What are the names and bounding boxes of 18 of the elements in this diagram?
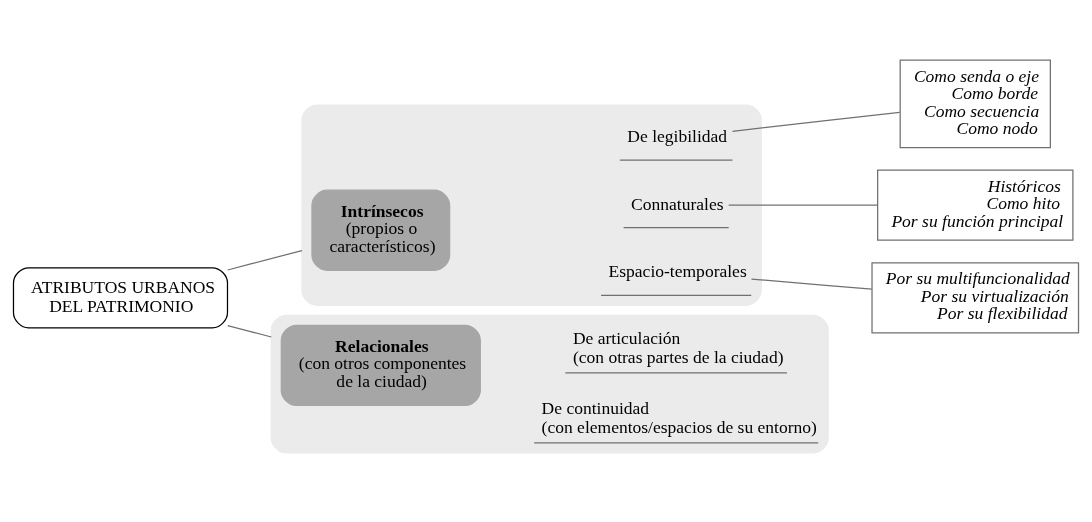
node-text: De continuidad (con elementos/espacios de su entorno): [541, 397, 817, 437]
node-box: Históricos Como hito Por su función principal: [877, 169, 1074, 241]
node-text: De articulación (con otras partes de la ciudad): [572, 327, 784, 367]
node-box: ATRIBUTOS URBANOS DEL PATRIMONIO: [12, 266, 229, 328]
connector: [227, 324, 272, 338]
cluster: [270, 314, 829, 454]
connector: [731, 111, 901, 132]
node-text: De legibilidad: [627, 125, 728, 146]
node-box: Por su multifuncionalidad Por su virtualización Por su flexibilidad: [871, 261, 1080, 333]
node-text: Espacio-temporales: [608, 260, 747, 281]
connector: [750, 277, 873, 290]
node-text: Connaturales: [631, 193, 724, 214]
connector: [227, 249, 303, 271]
cluster: [301, 103, 762, 306]
node-box: Intrínsecos (propios o característicos): [311, 189, 451, 271]
connector: [728, 204, 878, 206]
node-box: Como senda o eje Como borde Como secuencia Como nodo: [899, 58, 1051, 148]
node-box: Relacionales (con otros componentes de la ciudad): [280, 324, 481, 406]
